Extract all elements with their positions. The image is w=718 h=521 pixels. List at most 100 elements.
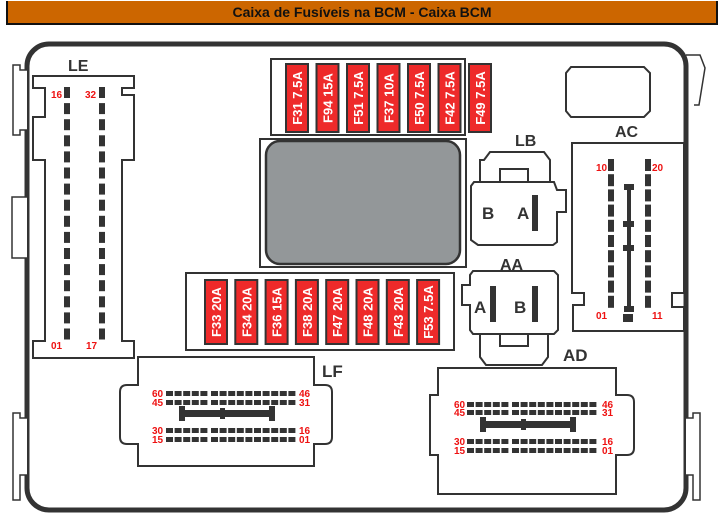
lf-pin [288,391,296,396]
ad-pin [467,402,474,407]
fuse-f38[interactable]: F38 20A [294,279,319,345]
ad-pin [492,410,500,415]
ad-pin [484,448,492,453]
connector-ad[interactable] [429,367,635,495]
fuse-f43[interactable]: F43 20A [385,279,410,345]
lf-pin-label-row3-right: 16 [299,426,311,437]
lf-pin [254,437,261,442]
le-pin-label-top-left: 16 [51,90,63,101]
ac-pin [645,174,651,187]
le-pin [99,248,105,259]
le-pin [99,183,105,195]
ac-pin-label-bottom-right: 11 [652,311,663,322]
lf-pin [262,391,270,396]
connector-lb[interactable] [470,181,567,246]
fuse-f37[interactable]: F37 10A [376,63,401,133]
connector-le[interactable] [32,75,135,359]
lf-pin [236,437,244,442]
ad-key-left [480,417,486,432]
lf-pin [279,400,287,405]
connector-aa-bottom [479,333,549,366]
le-pin [64,248,70,259]
lf-pin-label-row2-right: 31 [299,398,311,409]
le-pin [64,215,70,227]
ad-pin [589,410,597,415]
ac-key-bottom [624,306,634,312]
ad-pin [467,439,474,444]
connector-aa-label: AA [500,257,524,274]
lb-terminal-b: B [482,204,494,223]
ad-pin-label-row3-right: 16 [602,437,614,448]
le-pin [64,103,70,115]
lf-pin [174,428,182,433]
ad-pin [572,439,580,444]
ad-pin [512,448,519,453]
connector-lb-top [479,151,551,183]
lf-pin [219,437,227,442]
lf-pin [191,428,199,433]
fuse-f34[interactable]: F34 20A [234,279,259,345]
lf-pin [166,428,173,433]
fuse-body [437,63,462,133]
fuse-label: F38 20A [300,286,315,336]
fuse-f31[interactable]: F31 7.5A [285,63,309,133]
connector-lb-latch [499,168,529,183]
ad-pin [512,410,519,415]
le-pin [99,328,105,340]
lf-pin [254,400,261,405]
lf-pin [271,437,279,442]
ad-pin [501,448,509,453]
ad-pin [501,402,509,407]
fuse-f94[interactable]: F94 15A [315,63,340,133]
ad-pin [555,402,562,407]
ad-pin [467,410,474,415]
lf-pin [245,437,253,442]
lf-pin [219,400,227,405]
le-pin [64,199,70,211]
ac-pin [608,280,614,293]
lf-pin [245,428,253,433]
lf-pin-label-row1-left: 60 [152,389,164,400]
le-pin [64,328,70,340]
ad-pin [529,402,537,407]
lf-pin [279,391,287,396]
ad-pin [512,439,519,444]
fuse-f50[interactable]: F50 7.5A [407,63,431,133]
ac-pin [645,159,651,171]
ad-pin [529,439,537,444]
fuse-body [468,63,492,133]
right-clip-top [686,54,706,106]
fuse-f48[interactable]: F48 20A [355,279,380,345]
fuse-body [315,63,340,133]
fuse-f42[interactable]: F42 7.5A [437,63,462,133]
le-pin [99,167,105,179]
ad-pin [475,410,483,415]
ac-key-notch-2 [623,245,634,251]
ad-pin [555,410,562,415]
ad-pin [492,439,500,444]
ad-pin [589,439,597,444]
lf-key-mid [220,408,225,419]
le-pin [99,231,105,243]
ad-pin-label-row1-left: 60 [454,400,466,411]
fuse-f51[interactable]: F51 7.5A [346,63,370,133]
le-pin [99,199,105,211]
lf-pin-label-row1-right: 46 [299,389,311,400]
fuse-f33[interactable]: F33 20A [204,279,228,345]
le-pin [64,183,70,195]
le-pin [99,151,105,163]
lb-terminal-a: A [517,204,529,223]
fuse-body [264,279,289,345]
lf-pin [211,391,218,396]
fuse-f53[interactable]: F53 7.5A [416,279,441,345]
fuse-f36[interactable]: F36 15A [264,279,289,345]
ad-pin [467,448,474,453]
fuse-f47[interactable]: F47 20A [325,279,350,345]
ad-pin-label-row4-right: 01 [602,446,614,457]
lf-pin [271,400,279,405]
ad-pin [563,410,571,415]
fuse-label: F94 15A [321,72,336,122]
fuse-label: F48 20A [361,286,376,336]
ac-pin [645,280,651,293]
fuse-f49[interactable]: F49 7.5A [468,63,492,133]
